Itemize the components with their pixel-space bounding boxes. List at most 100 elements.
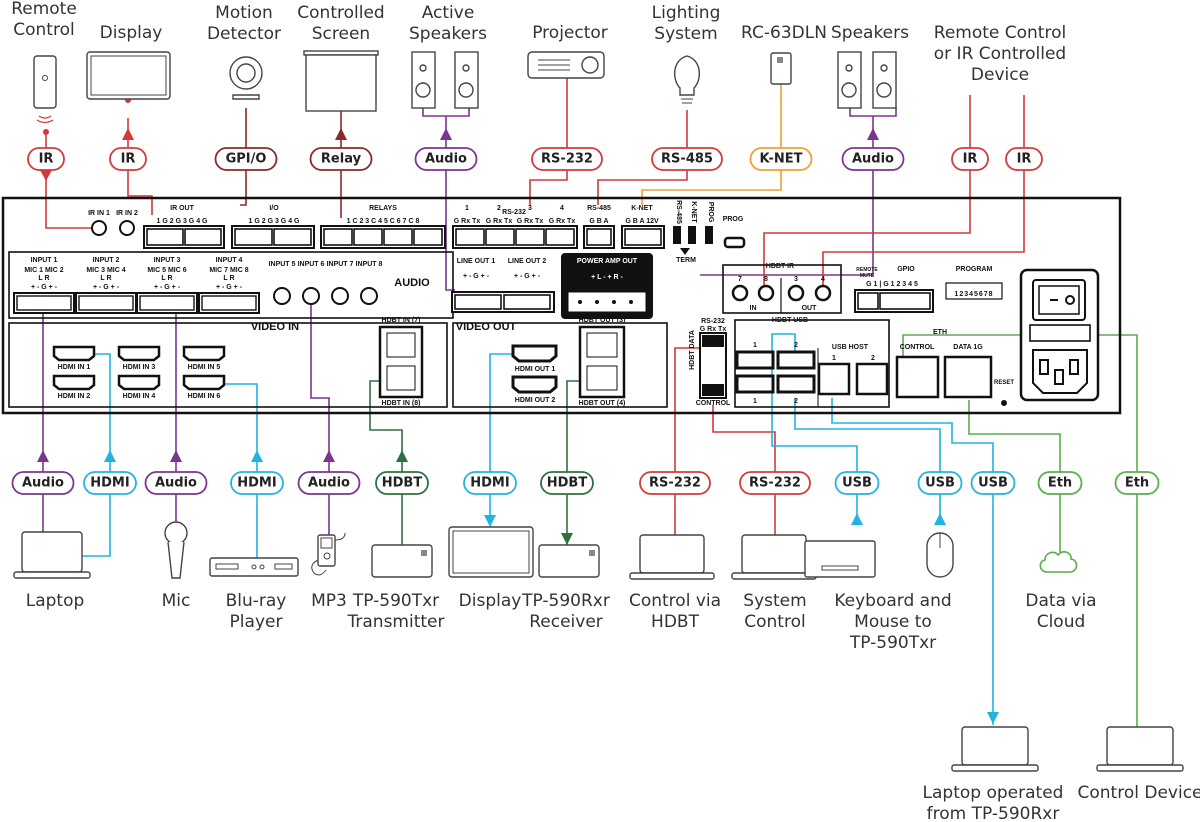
ir-in-1-label: IR IN 1 [88,210,110,217]
usb-host-port-2[interactable] [855,362,889,396]
hdmi-out-2-port[interactable] [511,375,558,394]
line-out-1-pins: + - G + - [463,273,490,280]
device-label-line: or IR Controlled [934,44,1066,64]
hdmi-in-5-port[interactable]: HDMI IN 5 [182,345,226,371]
wire-mp3 [310,300,330,535]
hdbt-usb-port-1a[interactable] [735,350,775,370]
hdmi-in-4-port[interactable]: HDMI IN 4 [117,374,161,400]
audio-input-terminal[interactable] [136,292,198,314]
hdmi-in-label: HDMI IN 2 [58,393,91,400]
device-label-line: RC-63DLN [741,23,827,43]
rs232-pins-3: G Rx Tx [517,218,544,225]
relays-terminal[interactable] [320,225,446,249]
connection-pill-label: RS-232 [749,476,801,491]
power-switch[interactable] [1032,279,1086,321]
rs232-terminal[interactable] [452,225,578,249]
rs232-ctl-terminal[interactable] [699,332,727,399]
hdmi-in-1-port[interactable]: HDMI IN 1 [52,345,96,371]
input-5-jack[interactable] [273,287,291,305]
device-label-line: Control [13,20,74,40]
io-terminal[interactable] [231,225,315,249]
eth-data-port[interactable] [943,355,993,399]
hdmi-in-3-port[interactable]: HDMI IN 3 [117,345,161,371]
hdbt-ir-in-8-jack[interactable] [757,284,775,302]
hdbt-out-ports[interactable] [578,325,626,399]
hdmi-in-6-port[interactable]: HDMI IN 6 [182,374,226,400]
ir-out-terminal[interactable] [143,225,225,249]
light-bulb-icon [674,55,700,104]
gpio-terminal[interactable] [854,289,934,313]
term-switches[interactable] [673,226,713,255]
hdbt-ir-out-4-jack[interactable] [814,284,832,302]
wire-projector [529,78,568,205]
audio-input-terminal[interactable] [198,292,260,314]
prog-switch-label: PROG [707,202,714,223]
device-label: Control Device [1078,783,1200,803]
wire-display-bottom [489,353,513,527]
hdbt-in-8-label: HDBT IN (8) [382,400,421,407]
hdbt-usb-port-1b[interactable] [735,374,775,394]
device-label-line: Remote Control [934,23,1066,43]
ir-in-2-jack[interactable] [119,220,135,236]
device-label-line: Player [230,612,283,632]
hdbt-usb-port-2b[interactable] [776,374,816,394]
connection-pill-eth: Eth [1114,471,1160,495]
audio-input-pins: + - G + - [216,284,243,291]
arrow-laptop-rxr [987,712,999,724]
active-speakers-icon [411,51,479,109]
device-label-line: Cloud [1037,612,1086,632]
device-label-line: Mic [162,591,191,611]
audio-input-title: INPUT 4 [216,257,243,264]
ir-in-1-jack[interactable] [91,220,107,236]
arrow-bluray [251,450,263,462]
connection-pill-label: USB [978,476,1008,491]
connection-pill-ir: IR [1005,147,1043,171]
connection-pill-usb: USB [970,471,1016,495]
rs485-terminal[interactable] [583,225,615,249]
eth-control-label: CONTROL [900,344,935,351]
device-icons [13,50,1184,772]
remote-laptop-icon [951,726,1039,772]
gpio-pins: G 1 | G 1 2 3 4 5 [866,281,918,288]
arrow-relay [335,128,347,140]
hdbt-in-ports[interactable] [378,325,424,399]
device-label: Display [459,591,522,611]
connection-pill-ir: IR [109,147,147,171]
display-bottom-icon [448,526,534,578]
hdmi-out-1-port[interactable] [511,344,558,363]
hdbt-ir-in-7-jack[interactable] [731,284,749,302]
input-8-jack[interactable] [360,287,378,305]
usb-host-port-1[interactable] [817,362,851,396]
hdbt-in-7-label: HDBT IN (7) [382,317,421,324]
input-7-label: INPUT 7 [327,261,354,268]
hdbt-usb-port-2a[interactable] [776,350,816,370]
device-label-line: Lighting [652,3,721,23]
device-label-line: TP-590Txr [849,633,936,653]
device-label: Mic [162,591,191,611]
reset-button[interactable] [1001,400,1007,406]
hdmi-in-label: HDMI IN 3 [123,364,156,371]
term-knet-label: K-NET [690,201,697,223]
hdmi-in-label: HDMI IN 5 [188,364,221,371]
audio-input-terminal[interactable] [13,292,75,314]
hdbt-ir-section [722,264,842,314]
input-6-jack[interactable] [302,287,320,305]
hdbt-ir-out-3-jack[interactable] [787,284,805,302]
line-out-terminal[interactable] [451,291,555,313]
video-out-title: VIDEO OUT [456,321,517,333]
hdmi-in-2-port[interactable]: HDMI IN 2 [52,374,96,400]
input-7-jack[interactable] [331,287,349,305]
eth-control-port[interactable] [895,355,940,399]
prog-usb-port[interactable] [723,236,746,249]
device-label: Speakers [831,23,909,43]
hdbt-ir-port-7: 7 [738,276,742,283]
program-dip-switch[interactable] [945,282,1003,300]
eth-title: ETH [933,329,947,336]
knet-terminal[interactable] [621,225,665,249]
